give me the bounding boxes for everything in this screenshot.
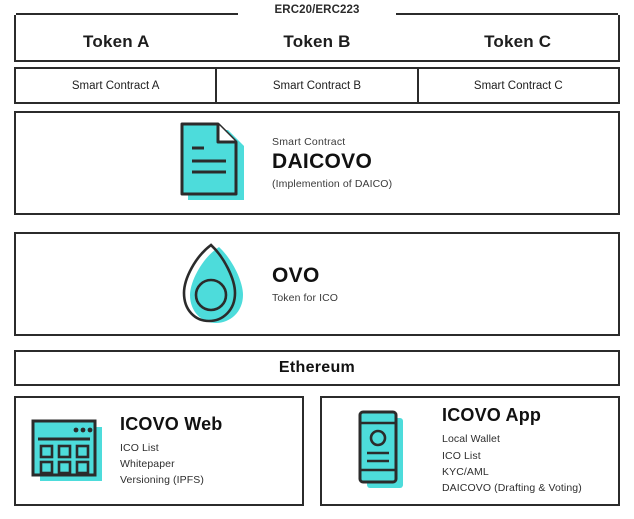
erc-standard-text: ERC20/ERC223	[265, 4, 369, 16]
list-item: ICO List	[442, 449, 481, 462]
icovo-web-title: ICOVO Web	[120, 413, 223, 434]
icovo-app-title: ICOVO App	[442, 405, 542, 426]
icovo-web-feature-list: ICO List Whitepaper Versioning (IPFS)	[120, 440, 302, 489]
ethereum-label: Ethereum	[278, 359, 356, 376]
egg-icon	[156, 239, 272, 329]
smart-contract-row: Smart Contract A Smart Contract B Smart …	[14, 67, 620, 104]
icovo-app-text-block: ICOVO App Local Wallet ICO List KYC/AML …	[442, 405, 618, 496]
ovo-note: Token for ICO	[272, 292, 339, 305]
icovo-app-feature-list: Local Wallet ICO List KYC/AML DAICOVO (D…	[442, 431, 618, 496]
token-cell-c: Token C	[484, 31, 552, 51]
ovo-title: OVO	[272, 263, 320, 287]
smart-contract-cell-c: Smart Contract C	[416, 67, 620, 104]
list-item: ICO List	[120, 441, 159, 454]
list-item: DAICOVO (Drafting & Voting)	[442, 482, 582, 495]
daicovo-note: (Implemention of DAICO)	[272, 178, 393, 191]
token-band: ERC20/ERC223 Token A Token B Token C	[14, 4, 620, 62]
smart-contract-cell-a: Smart Contract A	[14, 67, 216, 104]
list-item: Local Wallet	[442, 433, 501, 446]
list-item: Versioning (IPFS)	[120, 474, 204, 487]
daicovo-panel: Smart Contract DAICOVO (Implemention of …	[14, 111, 620, 215]
icovo-web-text-block: ICOVO Web ICO List Whitepaper Versioning…	[120, 414, 302, 489]
list-item: KYC/AML	[442, 466, 489, 478]
icovo-web-card: ICOVO Web ICO List Whitepaper Versioning…	[14, 396, 304, 506]
erc-standard-label: ERC20/ERC223	[16, 4, 618, 16]
list-item: Whitepaper	[120, 457, 175, 470]
smartphone-icon	[322, 408, 442, 494]
icovo-app-card: ICOVO App Local Wallet ICO List KYC/AML …	[320, 396, 620, 506]
ethereum-layer: Ethereum	[14, 350, 620, 386]
ovo-text-block: OVO Token for ICO	[272, 264, 482, 304]
smart-contract-cell-b: Smart Contract B	[215, 67, 417, 104]
token-cell-a: Token A	[83, 31, 150, 51]
daicovo-text-block: Smart Contract DAICOVO (Implemention of …	[272, 136, 482, 190]
document-icon	[156, 118, 272, 208]
token-cell-b: Token B	[283, 31, 351, 51]
daicovo-title: DAICOVO	[272, 149, 373, 173]
ovo-panel: OVO Token for ICO	[14, 232, 620, 336]
daicovo-eyebrow: Smart Contract	[272, 135, 346, 148]
browser-window-icon	[16, 417, 120, 485]
